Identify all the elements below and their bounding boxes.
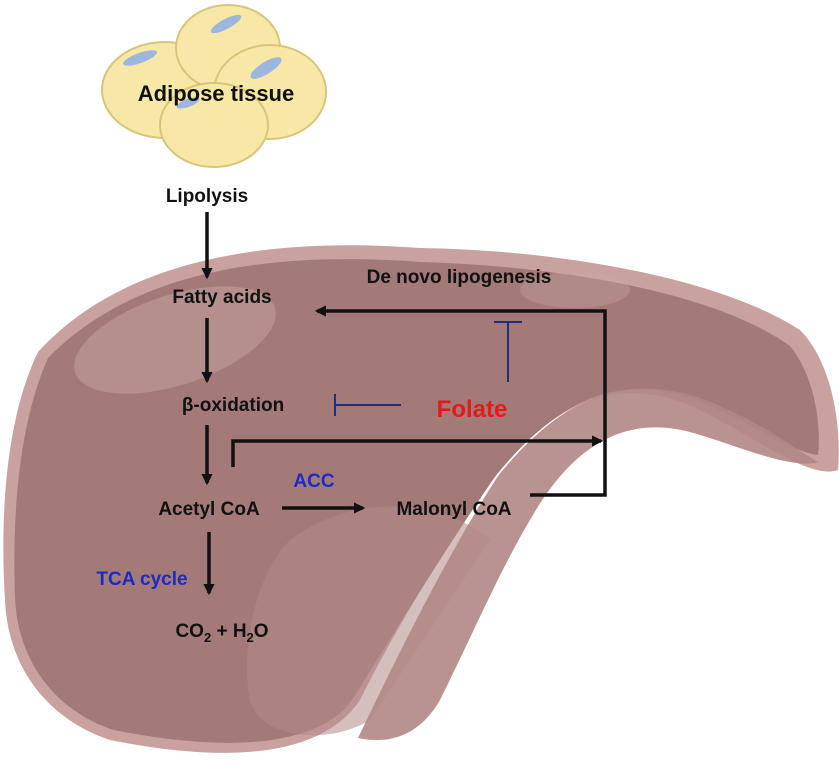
co2-h2o-label: CO2 + H2O — [175, 621, 268, 645]
lipid-droplet — [176, 97, 200, 109]
liver-highlight — [74, 286, 276, 394]
pathway-arrows — [201, 212, 607, 596]
arrow-malonyl-coa-to-fatty-acids — [314, 305, 607, 497]
liver-highlight-small — [520, 272, 630, 308]
de-novo-lipogenesis-label: De novo lipogenesis — [367, 267, 552, 288]
co2-subscript: 2 — [204, 630, 211, 645]
o-text: O — [254, 621, 269, 642]
lipid-droplet — [210, 14, 242, 34]
arrow-acetyl-coa-to-lipogenesis — [231, 435, 604, 467]
adipose-tissue-illustration — [101, 4, 327, 168]
beta-oxidation-label: β-oxidation — [182, 395, 284, 416]
acetyl-coa-label: Acetyl CoA — [158, 499, 260, 520]
plus-h-text: + H — [211, 621, 246, 642]
folate-label: Folate — [437, 396, 508, 423]
liver-main-lobe — [14, 259, 819, 743]
acc-enzyme-label: ACC — [293, 471, 334, 492]
liver-lower-fold — [246, 506, 490, 736]
folate-inhibition — [334, 321, 522, 416]
lipid-droplet — [250, 57, 282, 79]
tca-cycle-label: TCA cycle — [96, 569, 187, 590]
lipolysis-label: Lipolysis — [166, 186, 248, 207]
fatty-acids-label: Fatty acids — [172, 287, 271, 308]
h2o-subscript: 2 — [247, 630, 254, 645]
malonyl-coa-label: Malonyl CoA — [396, 499, 511, 520]
lipid-droplet — [122, 50, 158, 66]
adipose-tissue-label: Adipose tissue — [138, 81, 294, 106]
co2-text: CO — [175, 621, 204, 642]
